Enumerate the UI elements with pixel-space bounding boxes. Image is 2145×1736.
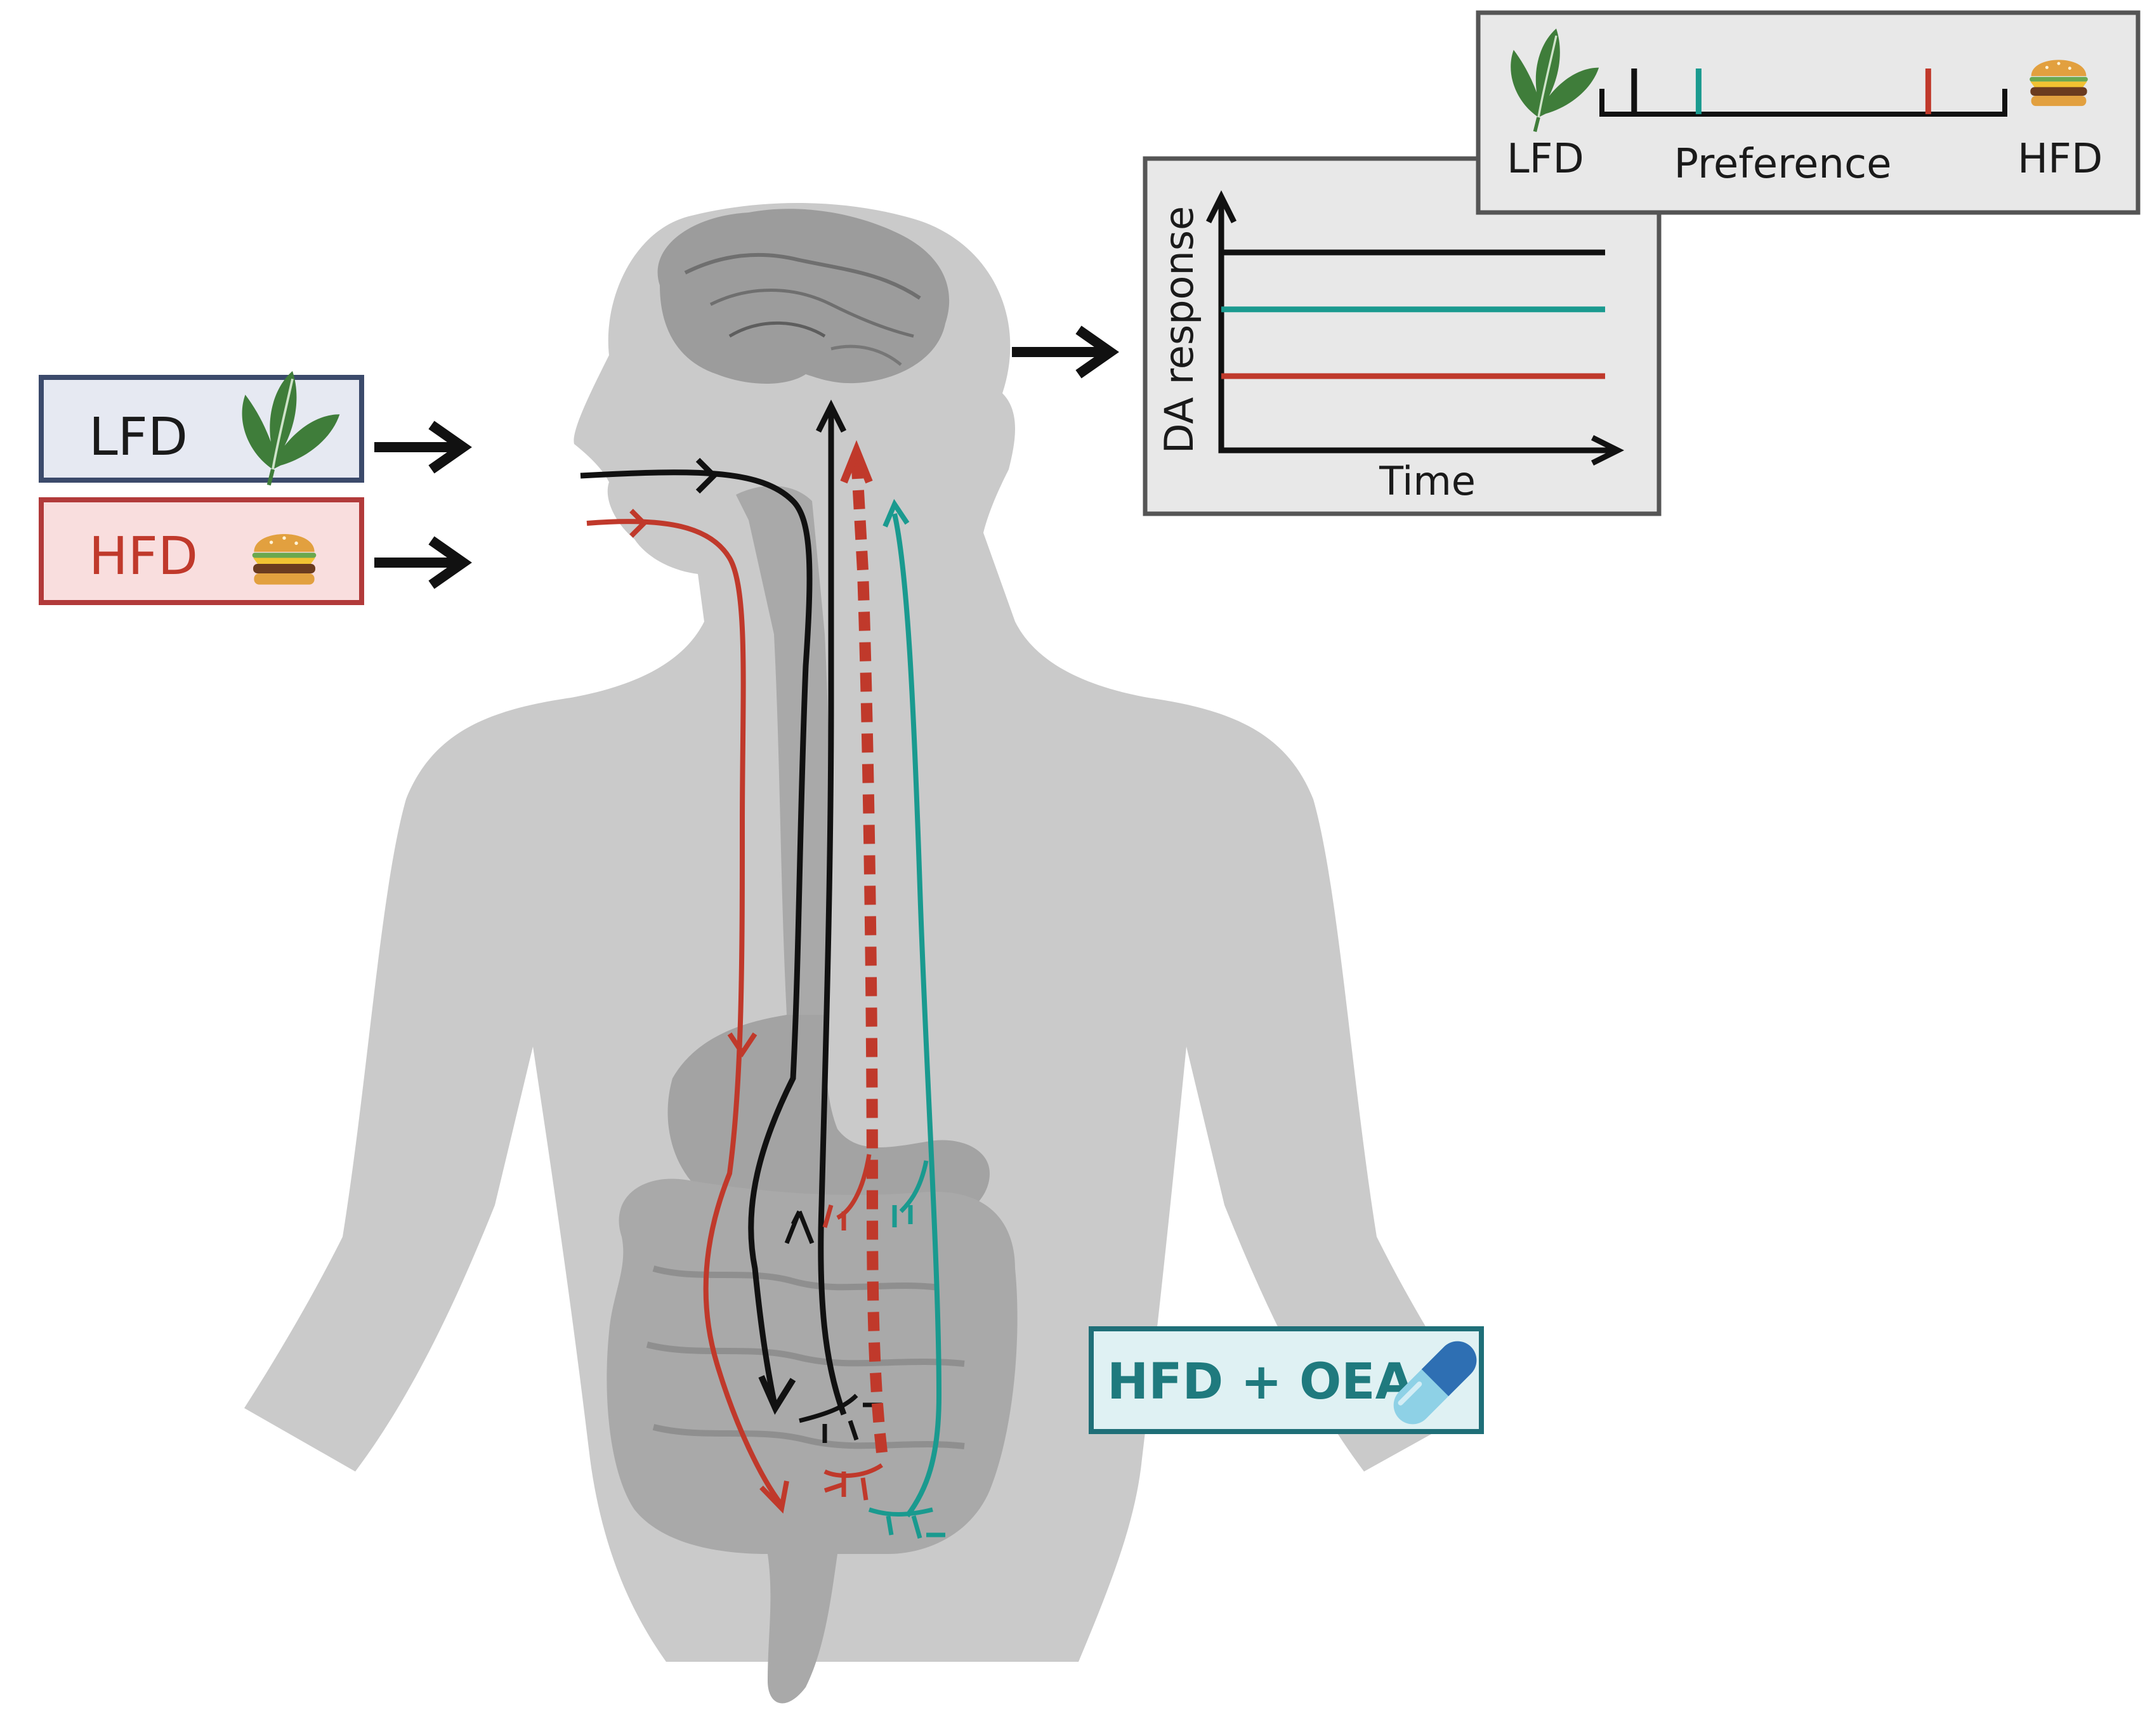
brain-output-arrow <box>1012 325 1119 379</box>
da-response-lines <box>1221 249 1605 379</box>
preference-axis-label: Preference <box>1674 141 1891 188</box>
hfd-label: HFD <box>89 526 198 587</box>
lfd-pathway-black <box>580 469 813 1402</box>
da-xlabel: Time <box>1379 458 1476 504</box>
input-arrows <box>374 421 472 589</box>
stomach-icon <box>667 1015 990 1239</box>
hfd-box: HFD <box>39 497 364 605</box>
lfd-pathway-black-up <box>818 412 847 1416</box>
hfd-oea-label: HFD + OEA <box>1107 1354 1414 1411</box>
preference-marks <box>1631 69 1931 114</box>
hfd-oea-pathway-teal <box>892 513 942 1518</box>
lfd-label: LFD <box>89 407 188 467</box>
da-ylabel: DA response <box>1156 206 1202 454</box>
hfd-pathway-red-dashed <box>851 456 888 1453</box>
preference-right-label: HFD <box>2017 136 2102 183</box>
hfd-pathway-red <box>586 519 783 1505</box>
capsule-pill-icon <box>1393 1341 1477 1425</box>
da-response-panel: DA response Time <box>1143 156 1662 516</box>
hfd-oea-box: HFD + OEA <box>1089 1326 1484 1434</box>
nerve-pathways <box>580 399 945 1539</box>
burger-icon <box>2030 60 2088 107</box>
brain-icon <box>657 209 950 384</box>
preference-left-label: LFD <box>1507 136 1584 183</box>
lfd-box: LFD <box>39 371 364 485</box>
burger-icon <box>252 533 317 585</box>
preference-panel: LFD Preference HFD <box>1476 10 2141 215</box>
